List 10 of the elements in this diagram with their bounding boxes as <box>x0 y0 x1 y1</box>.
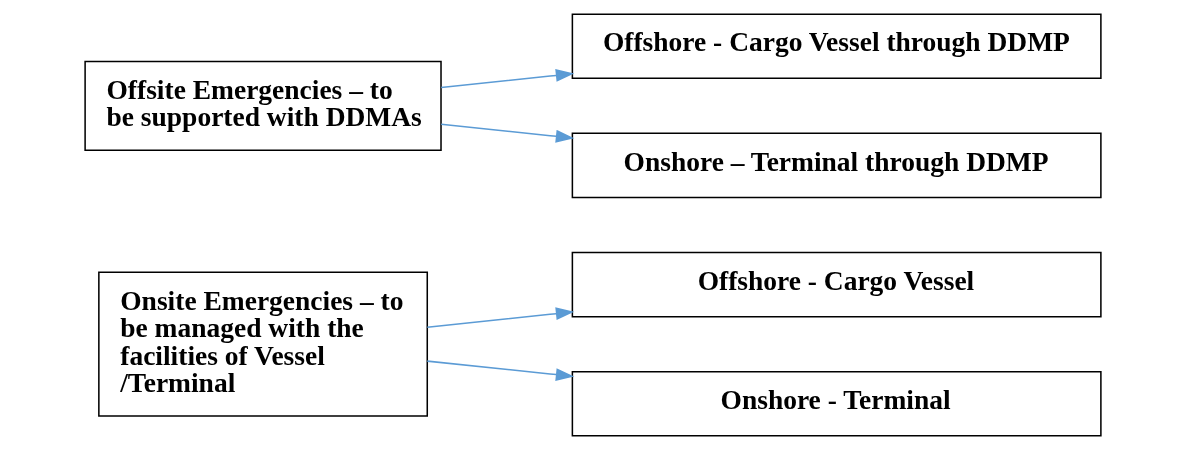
node-box: Offshore - Cargo Vessel through DDMP <box>571 13 1102 80</box>
node-box: Offsite Emergencies – to be supported with DDMAs <box>84 60 442 151</box>
node-box: Onsite Emergencies – to be managed with the facilities of Vessel /Terminal <box>98 271 429 417</box>
arrow <box>426 360 575 381</box>
node-box: Onshore - Terminal <box>571 370 1102 437</box>
arrow <box>440 69 575 89</box>
node-box: Offshore - Cargo Vessel <box>571 251 1102 318</box>
arrow <box>440 123 575 143</box>
node-box: Onshore – Terminal through DDMP <box>571 132 1102 199</box>
arrow <box>426 307 575 328</box>
